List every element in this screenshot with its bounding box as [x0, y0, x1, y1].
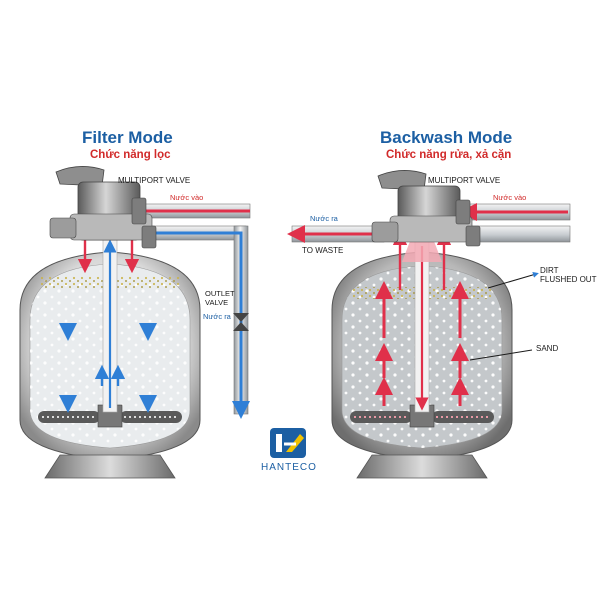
backwash-mode-title: Backwash Mode — [380, 128, 513, 147]
backwash-outlet-label: Nước ra — [310, 214, 338, 223]
backwash-inlet-label: Nước vào — [493, 193, 527, 202]
backwash-multiport-valve-icon — [371, 170, 481, 247]
backwash-flow-fan — [402, 236, 442, 262]
sand-pointer — [469, 349, 533, 361]
waste-pipe — [287, 225, 385, 243]
backwash-valve-label: MULTIPORT VALVE — [428, 176, 501, 185]
backwash-mode-panel — [287, 170, 571, 479]
filter-tank — [19, 235, 201, 479]
hanteco-logo-text: HANTECO — [261, 462, 317, 473]
filter-valve-label: MULTIPORT VALVE — [118, 176, 191, 185]
upward-backwash-arrows — [375, 230, 469, 406]
filter-mode-subtitle: Chức năng lọc — [90, 149, 171, 161]
backwash-mode-subtitle: Chức năng rửa, xả cặn — [386, 149, 512, 161]
downward-flow-arrows — [59, 240, 157, 413]
hanteco-logo — [270, 428, 306, 458]
filter-mode-title: Filter Mode — [82, 128, 173, 147]
upward-flow-arrows — [94, 364, 126, 386]
multiport-valve-icon — [49, 166, 157, 249]
to-waste-label: TO WASTE — [302, 246, 344, 255]
backwash-inlet-pipe — [459, 203, 571, 243]
filter-mode-panel — [19, 166, 251, 479]
outlet-valve-icon — [233, 313, 249, 331]
outlet-valve-label: OUTLET VALVE — [205, 289, 235, 307]
backwash-tank — [331, 230, 539, 479]
dirt-flushed-label: DIRT FLUSHED OUT — [540, 266, 597, 285]
filter-outlet-label: Nước ra — [203, 312, 231, 321]
sand-label: SAND — [536, 344, 559, 353]
dirt-pointer — [487, 271, 539, 289]
filter-inlet-label: Nước vào — [170, 193, 204, 202]
inlet-pipe — [127, 202, 251, 220]
